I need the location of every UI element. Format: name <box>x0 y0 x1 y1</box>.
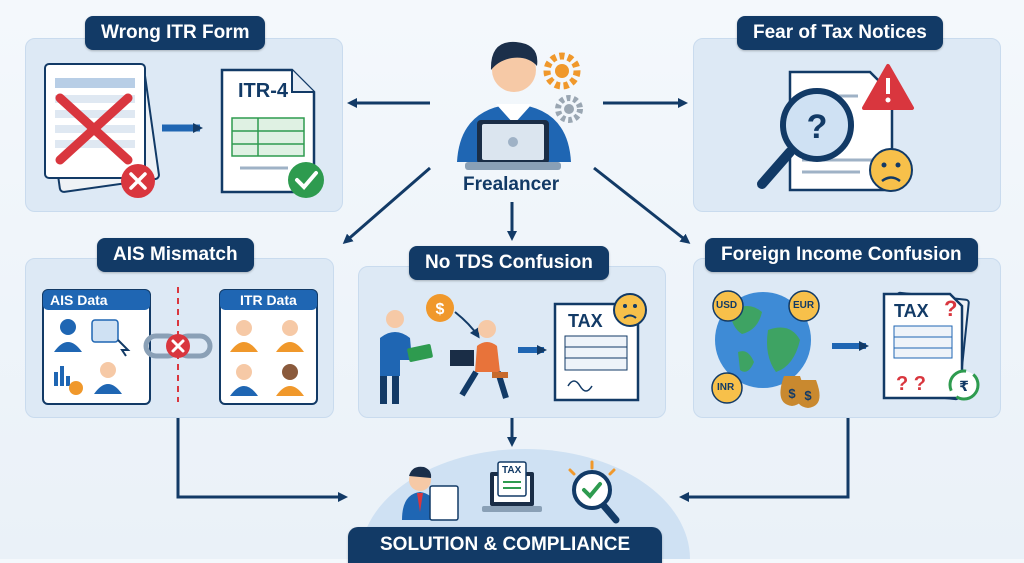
eur-label: EUR <box>793 300 815 311</box>
inr-currency-icon <box>711 372 743 404</box>
laptop-tax-icon <box>482 461 542 512</box>
wrong-itr-title: Wrong ITR Form <box>85 16 266 50</box>
usd-currency-icon <box>712 290 744 322</box>
money-bags-icon: $ $ <box>780 376 820 408</box>
svg-text:? ?: ? ? <box>896 373 926 395</box>
advisor-icon <box>402 466 459 521</box>
itr-data-card <box>219 289 318 405</box>
foreign-doc-label: TAX <box>894 301 929 321</box>
client-paying-figure <box>380 310 433 404</box>
svg-text:$: $ <box>788 386 796 401</box>
inr-label: INR <box>717 382 735 393</box>
itr4-label: ITR-4 <box>238 80 288 102</box>
broken-link-icon <box>143 333 213 359</box>
itr4-document <box>220 68 316 194</box>
freelancer-laptop-figure <box>450 320 509 399</box>
svg-text:?: ? <box>944 296 957 321</box>
rupee-refresh-icon: ₹ <box>948 369 980 401</box>
foreign-tax-document: ? ? ? <box>882 291 970 401</box>
magnifier-question-icon: ? <box>757 88 854 189</box>
magnifier-check-icon <box>568 460 620 524</box>
no-tds-title: No TDS Confusion <box>409 246 609 280</box>
confused-face-icon <box>613 293 647 327</box>
svg-text:₹: ₹ <box>959 379 969 395</box>
freelancer-figure <box>457 41 571 170</box>
worried-face-icon <box>869 148 913 192</box>
solution-title: SOLUTION & COMPLIANCE <box>348 527 663 563</box>
ais-data-card <box>42 289 151 405</box>
coin-flow-arrow <box>454 311 480 339</box>
usd-label: USD <box>716 300 738 311</box>
svg-text:$: $ <box>436 301 445 318</box>
success-check-icon <box>288 162 324 198</box>
itr-data-label: ITR Data <box>240 292 297 308</box>
flow-arrows <box>176 98 850 502</box>
tds-tax-document <box>553 302 640 402</box>
warning-icon <box>862 64 914 110</box>
ais-mismatch-title: AIS Mismatch <box>97 238 254 272</box>
svg-text:?: ? <box>807 108 828 146</box>
gear-icons <box>543 52 583 123</box>
eur-currency-icon <box>788 290 820 322</box>
ais-data-label: AIS Data <box>50 292 108 308</box>
fear-notices-title: Fear of Tax Notices <box>737 16 943 50</box>
tds-doc-label: TAX <box>568 311 603 331</box>
wrong-form-doc <box>44 63 160 193</box>
dollar-coin-icon: $ <box>426 294 454 322</box>
solution-doc-label: TAX <box>502 465 522 476</box>
foreign-income-title: Foreign Income Confusion <box>705 238 978 272</box>
error-icon <box>121 164 155 198</box>
svg-text:$: $ <box>804 388 812 403</box>
freelancer-label: Frealancer <box>463 174 560 195</box>
